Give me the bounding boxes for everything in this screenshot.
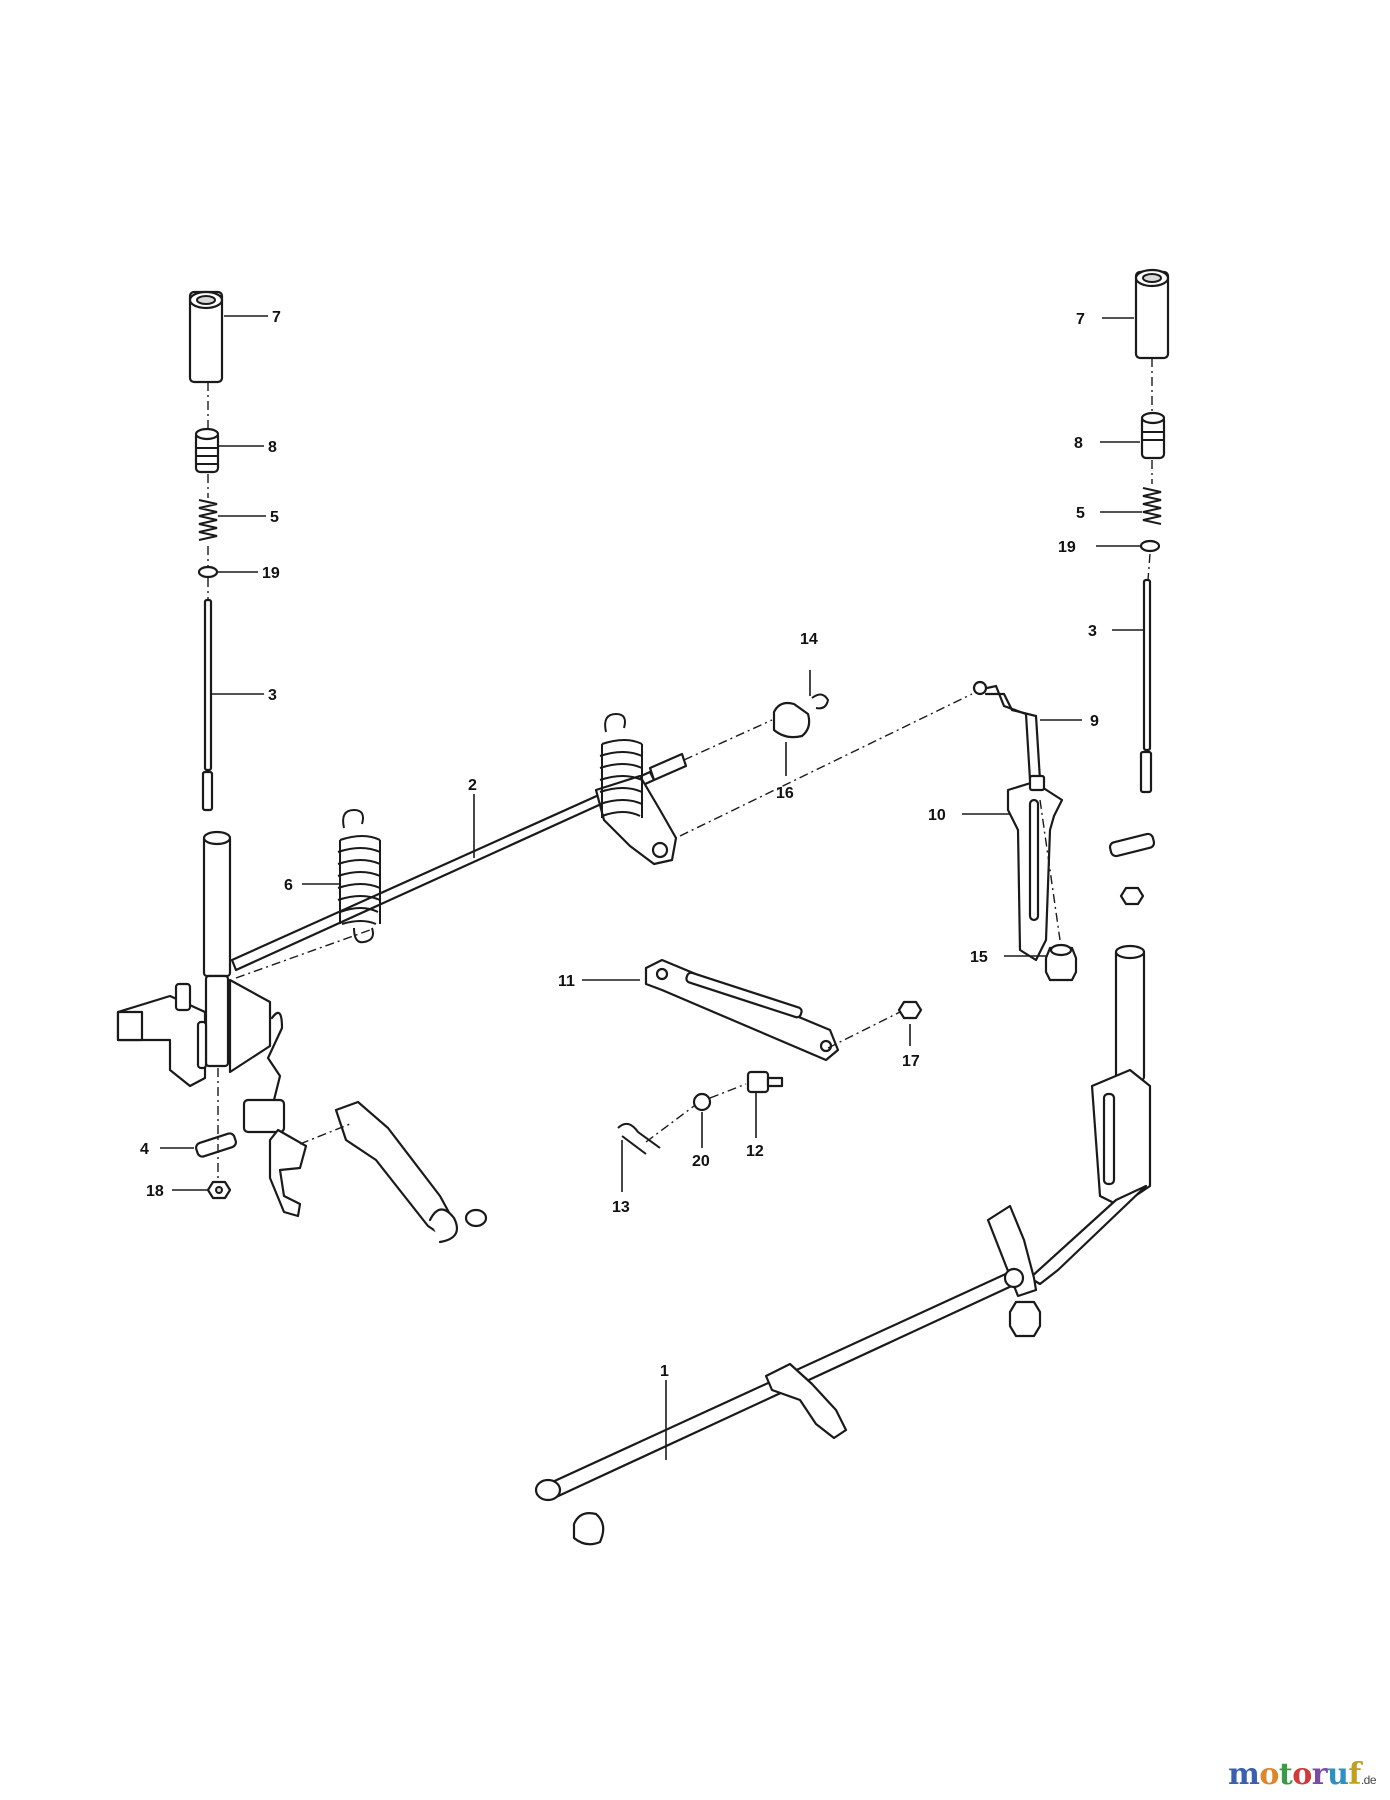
wm-letter: o xyxy=(1292,1757,1312,1792)
right-nut xyxy=(1119,886,1145,906)
bracket-10 xyxy=(1006,774,1064,962)
callout-7-left: 7 xyxy=(272,309,281,326)
callout-8-right: 8 xyxy=(1074,435,1083,452)
callout-6: 6 xyxy=(284,877,293,894)
right-grip-7 xyxy=(1134,268,1170,360)
wm-letter: t xyxy=(1278,1757,1293,1792)
spring-upper xyxy=(599,712,643,818)
right-bracket xyxy=(986,1068,1152,1298)
callout-5-right: 5 xyxy=(1076,505,1085,522)
callout-7-right: 7 xyxy=(1076,311,1085,328)
nut-17 xyxy=(897,1000,923,1020)
callout-1: 1 xyxy=(660,1363,669,1380)
front-shaft-1 xyxy=(534,1267,1042,1546)
callout-17: 17 xyxy=(902,1053,920,1070)
callout-19-left: 19 xyxy=(262,565,280,582)
wm-letter: f xyxy=(1348,1757,1361,1792)
callout-8-left: 8 xyxy=(268,439,277,456)
callout-14: 14 xyxy=(800,631,818,648)
wm-letter: o xyxy=(1259,1757,1279,1792)
wm-letter: m xyxy=(1228,1757,1260,1792)
wm-tld: .de xyxy=(1360,1773,1377,1787)
right-pin xyxy=(1108,832,1156,858)
callout-10: 10 xyxy=(928,807,946,824)
link-rod-9 xyxy=(972,680,1042,782)
left-washer-19 xyxy=(197,565,219,579)
spring-6 xyxy=(337,808,381,944)
right-rod-3 xyxy=(1139,578,1153,794)
callout-5-left: 5 xyxy=(270,509,279,526)
callout-13: 13 xyxy=(612,1199,630,1216)
clip-14 xyxy=(811,693,830,710)
wm-letter: u xyxy=(1327,1757,1349,1792)
left-bellcrank xyxy=(242,1011,308,1218)
rear-shaft-2 xyxy=(230,712,688,972)
left-pin-4 xyxy=(195,1132,237,1158)
right-handle-assembly xyxy=(986,268,1170,1298)
callout-12: 12 xyxy=(746,1143,764,1160)
bushing-16 xyxy=(772,701,811,739)
cotter-pin-13 xyxy=(617,1122,661,1155)
callout-15: 15 xyxy=(970,949,988,966)
right-spring-5 xyxy=(1142,487,1162,525)
left-handle-assembly xyxy=(116,290,488,1244)
link-bar-11 xyxy=(644,958,840,1062)
left-rod-3 xyxy=(201,598,214,812)
left-bracket xyxy=(116,978,272,1088)
left-grip-7 xyxy=(188,290,224,384)
callout-4: 4 xyxy=(140,1141,149,1158)
left-spring-5 xyxy=(198,499,218,541)
watermark-logo: motoruf.de xyxy=(1228,1757,1376,1792)
callout-18: 18 xyxy=(146,1183,164,1200)
washer-20 xyxy=(692,1092,712,1112)
left-lift-tube xyxy=(202,830,232,1068)
nut-15 xyxy=(1044,943,1078,982)
callout-20: 20 xyxy=(692,1153,710,1170)
left-knob-8 xyxy=(194,427,220,474)
callout-16: 16 xyxy=(776,785,794,802)
wm-letter: r xyxy=(1311,1757,1328,1792)
left-lower-lever xyxy=(334,1100,488,1244)
callout-2: 2 xyxy=(468,777,477,794)
left-nut-18 xyxy=(206,1180,232,1200)
right-knob-8 xyxy=(1140,411,1166,460)
callout-19-right: 19 xyxy=(1058,539,1076,556)
callout-9: 9 xyxy=(1090,713,1099,730)
callout-11: 11 xyxy=(558,973,575,990)
callout-3-right: 3 xyxy=(1088,623,1097,640)
right-washer-19 xyxy=(1139,539,1161,553)
ferrule-12 xyxy=(746,1070,784,1094)
callout-3-left: 3 xyxy=(268,687,277,704)
